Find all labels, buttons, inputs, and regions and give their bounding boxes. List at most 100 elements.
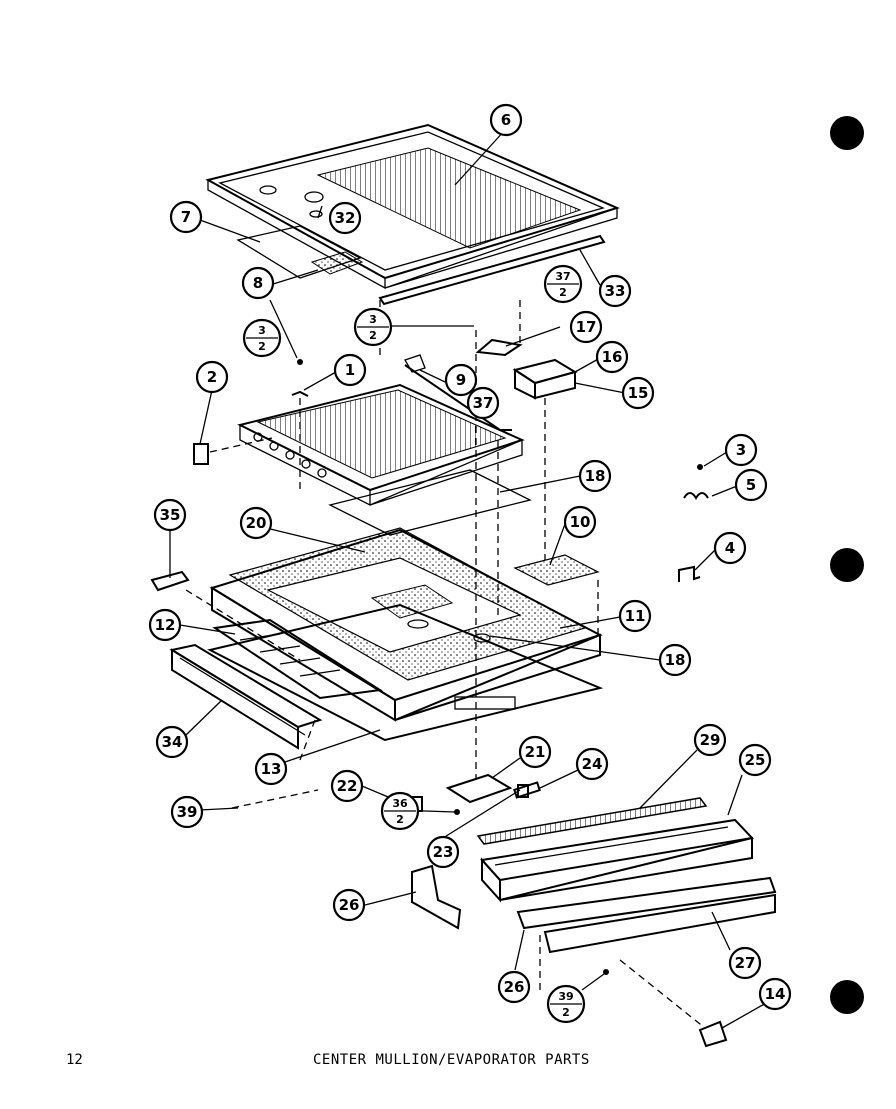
svg-text:29: 29 — [700, 731, 721, 749]
callout-14: 14 — [758, 977, 792, 1011]
clip-part-14 — [698, 1020, 728, 1048]
callout-19: 18 — [578, 459, 612, 493]
trim-strip-part-33 — [378, 234, 606, 306]
svg-text:39: 39 — [177, 803, 198, 821]
bracket-part-28 — [411, 864, 462, 930]
svg-text:18: 18 — [585, 467, 606, 485]
bracket-part-35 — [150, 570, 190, 592]
callout-8: 8 — [241, 266, 275, 300]
screw-part-3 — [697, 464, 703, 470]
svg-text:26: 26 — [339, 896, 360, 914]
spring-part-5 — [683, 492, 709, 500]
punch-hole-top — [830, 116, 864, 150]
svg-text:2: 2 — [396, 813, 404, 826]
svg-text:26: 26 — [504, 978, 525, 996]
callout-10: 10 — [563, 505, 597, 539]
callout-4: 4 — [713, 531, 747, 565]
svg-text:5: 5 — [746, 476, 756, 494]
callout-15: 15 — [621, 376, 655, 410]
fraction-callout-39-2: 39 2 — [546, 984, 586, 1024]
callout-29: 29 — [693, 723, 727, 757]
svg-text:10: 10 — [570, 513, 591, 531]
svg-text:16: 16 — [602, 348, 623, 366]
svg-text:3: 3 — [369, 313, 377, 326]
side-rail-part-34 — [169, 643, 323, 750]
callout-21: 21 — [518, 735, 552, 769]
svg-text:11: 11 — [625, 607, 646, 625]
svg-text:14: 14 — [765, 985, 786, 1003]
svg-text:18: 18 — [665, 651, 686, 669]
svg-text:4: 4 — [725, 539, 735, 557]
svg-text:2: 2 — [258, 340, 266, 353]
control-box-part-16 — [512, 358, 578, 400]
svg-text:2: 2 — [562, 1006, 570, 1019]
punch-hole-middle — [830, 548, 864, 582]
svg-text:20: 20 — [246, 514, 267, 532]
svg-text:15: 15 — [628, 384, 649, 402]
svg-text:9: 9 — [456, 371, 466, 389]
svg-text:27: 27 — [735, 954, 756, 972]
bracket-part-17 — [475, 338, 523, 357]
callout-11: 11 — [618, 599, 652, 633]
svg-text:33: 33 — [605, 282, 626, 300]
callout-9: 9 — [444, 363, 478, 397]
svg-text:2: 2 — [369, 329, 377, 342]
callout-7: 7 — [169, 200, 203, 234]
svg-text:3: 3 — [258, 324, 266, 337]
bottom-plate-part-13 — [207, 603, 604, 742]
callout-18: 18 — [658, 643, 692, 677]
svg-text:7: 7 — [181, 208, 191, 226]
callout-6: 6 — [489, 103, 523, 137]
switch-plate-part-21 — [445, 773, 513, 804]
fraction-callout-3-2-left: 3 2 — [242, 318, 282, 358]
svg-text:36: 36 — [392, 797, 408, 810]
svg-text:2: 2 — [207, 368, 217, 386]
callout-17: 17 — [569, 310, 603, 344]
evaporator-coil-part-9 — [237, 354, 525, 507]
callout-32: 32 — [328, 201, 362, 235]
screw-part-39b — [603, 969, 609, 975]
svg-text:13: 13 — [261, 760, 282, 778]
callout-12: 12 — [148, 608, 182, 642]
page-number: 12 — [66, 1052, 83, 1068]
gasket-part-19 — [328, 469, 532, 536]
clip-part-2 — [193, 443, 209, 465]
svg-text:8: 8 — [253, 274, 263, 292]
fraction-callout-37-2: 37 2 — [543, 264, 583, 304]
svg-text:25: 25 — [745, 751, 766, 769]
plate-part-10 — [513, 554, 600, 586]
svg-text:6: 6 — [501, 111, 511, 129]
screw-part-1 — [291, 359, 309, 397]
callout-16: 16 — [595, 340, 629, 374]
svg-text:23: 23 — [433, 843, 454, 861]
svg-text:32: 32 — [335, 209, 356, 227]
callout-26: 26 — [497, 970, 531, 1004]
clip-part-4 — [678, 565, 701, 582]
callout-24: 24 — [575, 747, 609, 781]
svg-text:22: 22 — [337, 777, 358, 795]
callout-1: 1 — [333, 353, 367, 387]
evaporator-cover-part-6 — [205, 123, 620, 290]
punch-hole-bottom — [830, 980, 864, 1014]
svg-text:37: 37 — [473, 394, 494, 412]
baffle-part-12 — [212, 618, 383, 700]
callout-3: 3 — [724, 433, 758, 467]
callout-25: 25 — [738, 743, 772, 777]
lens-part-29 — [476, 797, 708, 845]
callout-35: 35 — [153, 498, 187, 532]
svg-text:12: 12 — [155, 616, 176, 634]
callout-27: 27 — [728, 946, 762, 980]
svg-text:24: 24 — [582, 755, 603, 773]
drain-plate-part-7-8 — [236, 225, 364, 279]
callout-5: 5 — [734, 468, 768, 502]
housing-part-25 — [480, 818, 755, 903]
callout-13: 13 — [254, 752, 288, 786]
svg-text:1: 1 — [345, 361, 355, 379]
callout-23: 23 — [426, 835, 460, 869]
callout-2: 2 — [195, 360, 229, 394]
svg-text:3: 3 — [736, 441, 746, 459]
page-caption: CENTER MULLION/EVAPORATOR PARTS — [313, 1052, 590, 1068]
callout-22: 22 — [330, 769, 364, 803]
callout-34: 34 — [155, 725, 189, 759]
svg-text:21: 21 — [525, 743, 546, 761]
